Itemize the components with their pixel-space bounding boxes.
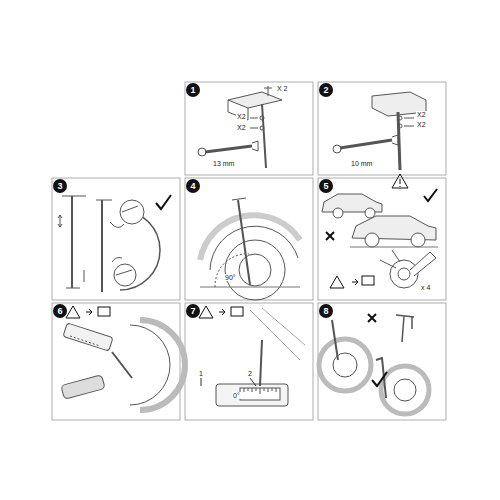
step-number: 8 [319, 304, 333, 318]
callout-label: X 2 [276, 85, 289, 92]
step-number: 5 [319, 179, 333, 193]
step-label: 8 [323, 307, 328, 316]
step-number: 1 [186, 83, 200, 97]
callout-label: 2 [247, 370, 253, 377]
step-number: 7 [186, 304, 200, 318]
step-number: 3 [53, 179, 67, 193]
callout-label: 1 [198, 370, 204, 377]
step-label: 4 [190, 182, 195, 191]
callout-label: X2 [236, 113, 247, 120]
callout-label: 13 mm [212, 160, 235, 167]
callout-label: x 4 [420, 284, 431, 291]
step-number: 4 [186, 179, 200, 193]
callout-label: 10 mm [350, 160, 373, 167]
step-label: 1 [190, 86, 195, 95]
callout-label: 90° [224, 274, 237, 281]
step-label: 5 [323, 182, 328, 191]
callout-label: 0° [232, 392, 241, 399]
step-label: 2 [323, 86, 328, 95]
step-label: 6 [57, 307, 62, 316]
step-number: 2 [319, 83, 333, 97]
callout-label: X2 [416, 121, 427, 128]
callout-label: X2 [416, 111, 427, 118]
step-label: 7 [190, 307, 195, 316]
step-number: 6 [53, 304, 67, 318]
callout-label: X2 [236, 124, 247, 131]
step-label: 3 [57, 182, 62, 191]
